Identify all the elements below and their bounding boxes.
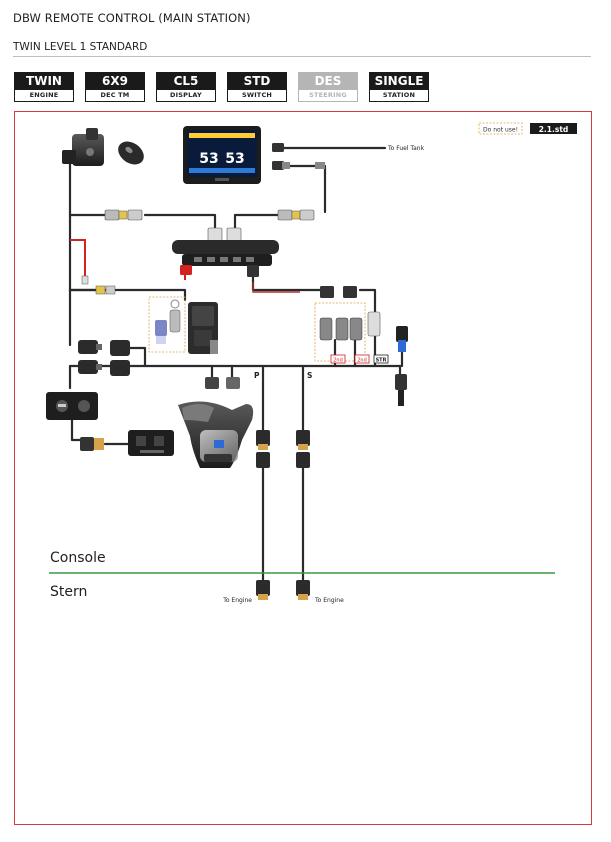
starboard-label: S: [307, 371, 312, 380]
terminator-group-right: [314, 286, 381, 362]
do-not-use-tag: Do not use!: [478, 122, 523, 135]
version-text: 2.1.std: [539, 125, 569, 134]
blue-connector: [395, 326, 408, 406]
badge-switch-label: SWITCH: [241, 91, 273, 99]
badge-engine-value: TWIN: [15, 73, 73, 90]
badge-station-value: SINGLE: [370, 73, 428, 90]
version-tag: 2.1.std: [530, 123, 577, 134]
to-fuel-tank-label: To Fuel Tank: [387, 145, 425, 152]
key-switch: [62, 128, 104, 166]
red-wire-right: [252, 282, 300, 293]
stern-label: Stern: [50, 584, 87, 600]
page-title: DBW REMOTE CONTROL (MAIN STATION): [13, 11, 251, 25]
diagram-frame: [14, 111, 592, 825]
key-fob: [118, 141, 144, 165]
engine-connectors-port: [256, 430, 270, 600]
badge-steering: DES STEERING: [298, 72, 358, 102]
port-label: P: [254, 371, 260, 380]
harness-connectors-left: [81, 275, 116, 295]
svg-text:2nd: 2nd: [357, 358, 367, 364]
switch-panel-connector: [80, 437, 104, 451]
badge-dec-tm-label: DEC TM: [100, 91, 130, 99]
main-hub: [172, 240, 279, 277]
tag-2nd-a: 2nd: [330, 354, 346, 364]
badge-steering-label: STEERING: [309, 91, 347, 99]
control-module: [188, 302, 218, 354]
badge-display-label: DISPLAY: [170, 91, 202, 99]
badge-dec-tm: 6X9 DEC TM: [85, 72, 145, 102]
badge-display: CL5 DISPLAY: [156, 72, 216, 102]
badge-steering-value: DES: [299, 73, 357, 90]
page-subtitle: TWIN LEVEL 1 STANDARD: [13, 41, 148, 53]
badge-dec-tm-value: 6X9: [86, 73, 144, 90]
badge-display-value: CL5: [157, 73, 215, 90]
do-not-use-text: Do not use!: [483, 127, 518, 134]
tag-str: STR: [373, 354, 389, 364]
switch-panel: [46, 392, 98, 420]
tag-2nd-b: 2nd: [354, 354, 370, 364]
header-divider: [13, 56, 591, 57]
fuel-tank-connector: [272, 143, 325, 170]
cl5-display: 53 53: [183, 126, 261, 184]
to-engine-right-label: To Engine: [314, 597, 344, 604]
display-digits-left: 53: [199, 151, 218, 167]
round-connectors-left: [78, 340, 130, 376]
red-wire: [70, 239, 86, 278]
cable-connectors-upper: [104, 209, 315, 243]
badge-engine-label: ENGINE: [29, 91, 59, 99]
svg-text:2nd: 2nd: [333, 358, 343, 364]
throttle-lever: [178, 401, 254, 468]
badge-switch-value: STD: [228, 73, 286, 90]
badge-station-label: STATION: [382, 91, 416, 99]
badge-switch: STD SWITCH: [227, 72, 287, 102]
console-label: Console: [50, 550, 106, 566]
badge-engine: TWIN ENGINE: [14, 72, 74, 102]
terminator-group-left: [148, 296, 186, 353]
trim-switch-panel: [128, 430, 174, 456]
to-engine-left-label: To Engine: [222, 597, 252, 604]
svg-text:STR: STR: [376, 358, 387, 364]
badge-station: SINGLE STATION: [369, 72, 429, 102]
engine-connectors-starboard: [296, 430, 310, 600]
display-digits-right: 53: [225, 151, 244, 167]
drop-connectors: [205, 377, 240, 389]
